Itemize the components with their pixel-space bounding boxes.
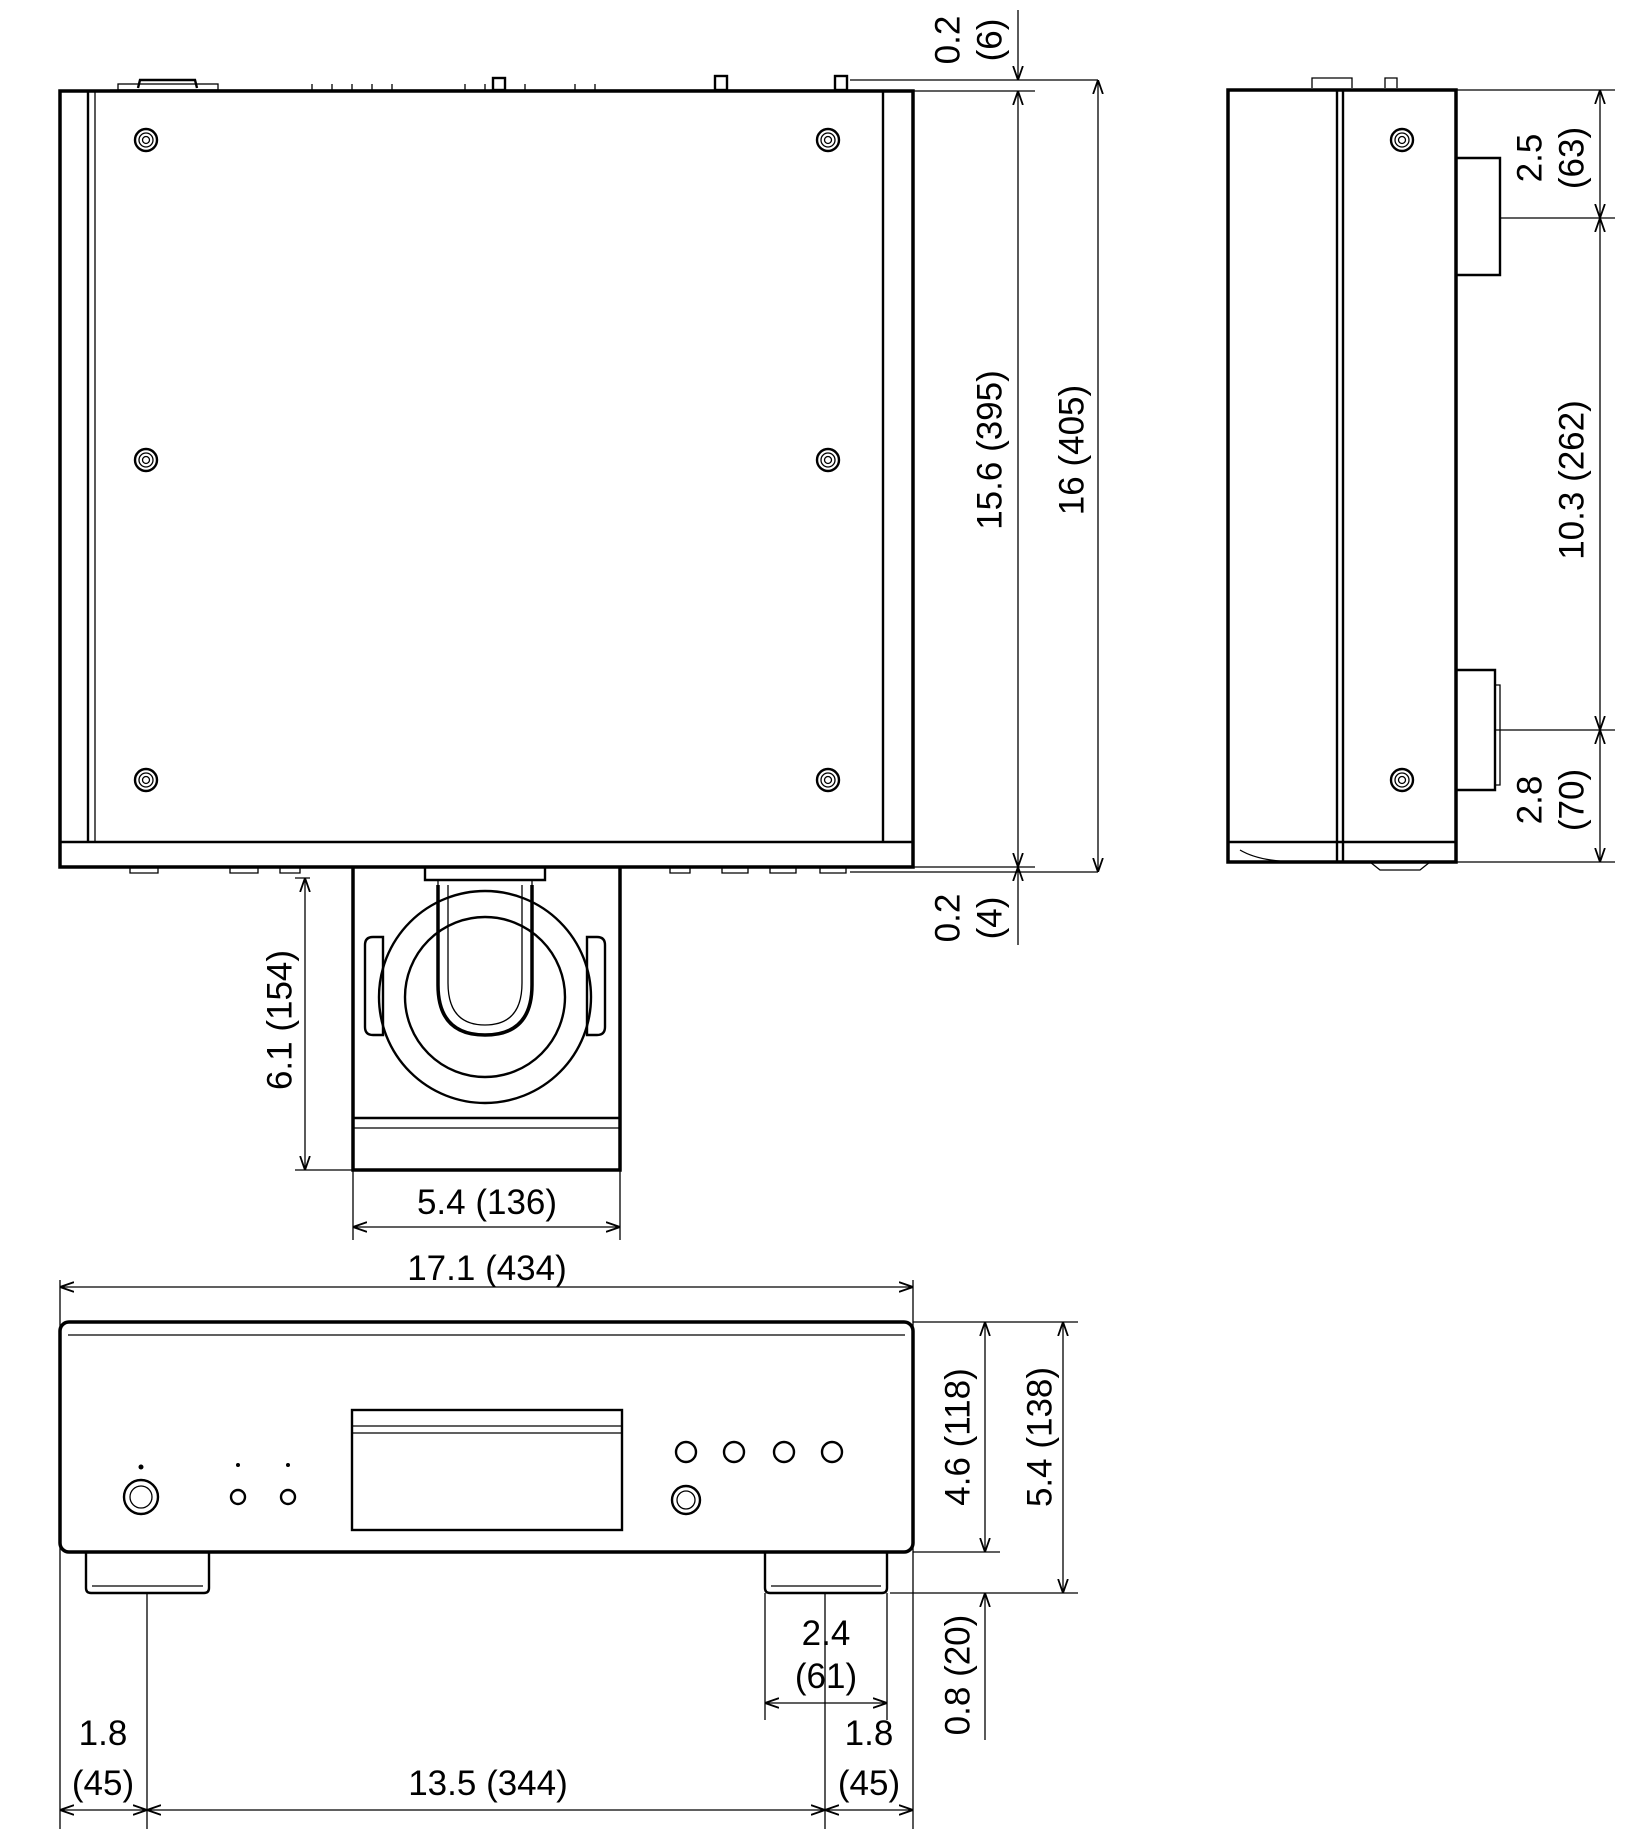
display-tray [350,1408,624,1532]
dim-right-margin-in: 1.8 [845,1714,894,1753]
dim-side-middle: 10.3 (262) [1553,400,1592,560]
disc-tray [351,867,622,1172]
dim-rear-top-in: 2.5 [1511,134,1550,183]
dim-total-height: 5.4 (138) [1021,1367,1060,1507]
dim-left-margin-in: 1.8 [79,1714,128,1753]
dim-rear-protrusion-in: 0.2 [929,16,968,65]
dim-front-protrusion-mm: (4) [971,897,1010,940]
dim-foot-width-in: 2.4 [802,1614,851,1653]
chassis-top [58,89,915,869]
dim-body-height: 4.6 (118) [939,1368,978,1506]
rear-connectors [110,74,860,92]
screws-top [133,127,841,793]
dim-left-margin-mm: (45) [72,1764,134,1803]
front-left-foot [84,1552,211,1595]
dim-rear-top-mm: (63) [1553,127,1592,189]
dim-rear-bottom-in: 2.8 [1511,776,1550,825]
front-view: 17.1 (434) 4.6 (118) 5.4 (138) 0.8 (20) … [58,1249,1078,1829]
dim-foot-width-mm: (61) [795,1657,857,1696]
dim-tray-depth: 6.1 (154) [261,950,300,1090]
side-view: 2.5 (63) 10.3 (262) 2.8 (70) [1226,77,1615,871]
dim-rear-protrusion-mm: (6) [971,19,1010,62]
dim-foot-spacing: 13.5 (344) [408,1764,568,1803]
dim-front-protrusion-in: 0.2 [929,894,968,943]
front-buttons-right [670,1440,844,1516]
front-right-foot [763,1552,889,1595]
dim-rear-bottom-mm: (70) [1553,769,1592,831]
dim-total-depth: 16 (405) [1053,385,1092,515]
dim-foot-height: 0.8 (20) [939,1615,978,1736]
dim-right-margin-mm: (45) [838,1764,900,1803]
power-button [122,1464,160,1516]
front-buttons-left [229,1463,297,1506]
chassis-front [58,1320,915,1554]
dim-body-depth: 15.6 (395) [971,370,1010,530]
top-view: 0.2 (6) 15.6 (395) 16 (405) 0.2 (4) 6.1 … [58,10,1098,1240]
dim-total-width: 17.1 (434) [407,1249,567,1288]
dim-tray-width: 5.4 (136) [417,1183,557,1222]
